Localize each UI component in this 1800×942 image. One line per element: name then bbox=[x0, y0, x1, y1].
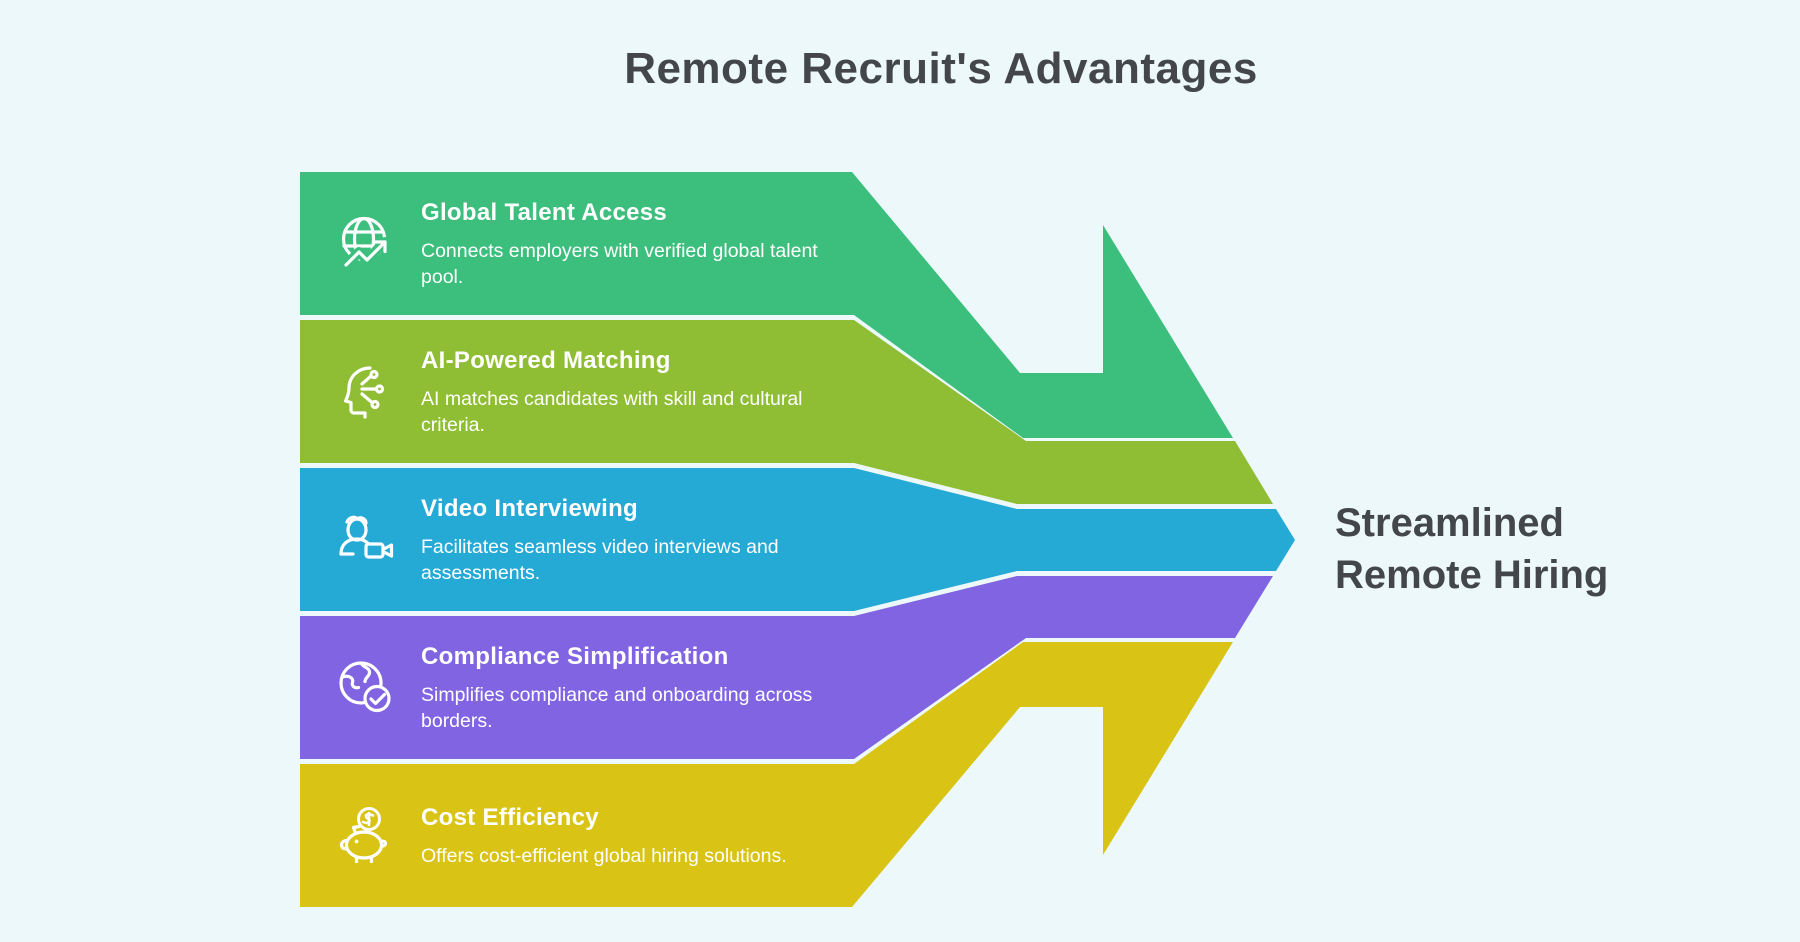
band-item-compliance: Compliance Simplification Simplifies com… bbox=[300, 616, 860, 759]
band-shape-compliance bbox=[300, 576, 1273, 759]
result-label: Streamlined Remote Hiring bbox=[1335, 501, 1609, 597]
band-description: Simplifies compliance and onboarding acr… bbox=[421, 683, 813, 732]
band-title: Cost Efficiency bbox=[421, 803, 599, 831]
band-item-video-interviewing: Video Interviewing Facilitates seamless … bbox=[300, 468, 860, 611]
piggy-bank-icon bbox=[334, 804, 398, 868]
globe-check-icon bbox=[334, 656, 398, 720]
piggy-eye bbox=[354, 839, 359, 843]
check-badge bbox=[363, 684, 391, 712]
band-shape-global-talent bbox=[300, 172, 1233, 438]
band-item-global-talent: Global Talent Access Connects employers … bbox=[300, 172, 860, 315]
band-description: Connects employers with verified global … bbox=[421, 239, 818, 288]
page-title: Remote Recruit's Advantages bbox=[624, 44, 1258, 93]
band-shape-video-interviewing bbox=[300, 468, 1295, 611]
video-interview-icon bbox=[334, 508, 398, 572]
band-description: AI matches candidates with skill and cul… bbox=[421, 387, 803, 436]
camera-lens-flap bbox=[381, 542, 394, 558]
band-description: Facilitates seamless video interviews an… bbox=[421, 535, 779, 584]
camera-body bbox=[364, 541, 385, 559]
piggy-body bbox=[344, 829, 384, 860]
ai-head-circuit-icon bbox=[334, 360, 398, 424]
band-shape-ai-matching bbox=[300, 320, 1273, 504]
band-item-ai-matching: AI-Powered Matching AI matches candidate… bbox=[300, 320, 860, 463]
band-shape-cost-efficiency bbox=[300, 642, 1233, 907]
band-item-cost-efficiency: Cost Efficiency Offers cost-efficient gl… bbox=[300, 764, 860, 907]
band-title: Compliance Simplification bbox=[421, 642, 729, 670]
band-title: Video Interviewing bbox=[421, 494, 639, 522]
band-description: Offers cost-efficient global hiring solu… bbox=[421, 844, 787, 867]
globe-growth-icon bbox=[334, 212, 398, 276]
band-title: Global Talent Access bbox=[421, 198, 668, 226]
band-title: AI-Powered Matching bbox=[421, 346, 671, 374]
